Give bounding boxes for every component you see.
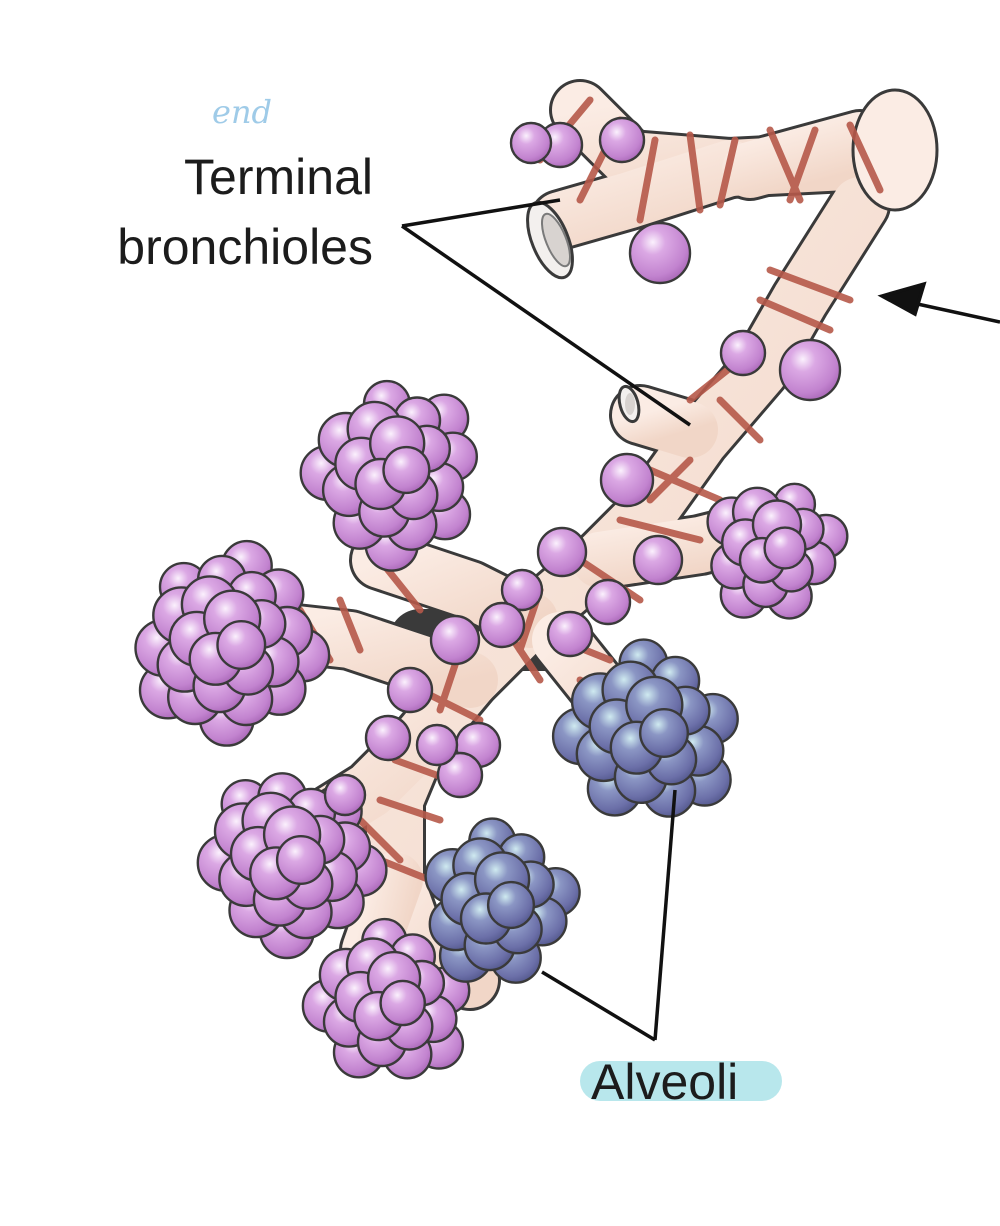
alveolus: [546, 610, 594, 658]
leader-lines: [401, 198, 1000, 1042]
alveolar-sac: [706, 482, 849, 620]
alveolus: [379, 979, 427, 1027]
alveolus: [386, 666, 434, 714]
alveolus: [364, 714, 412, 762]
alveoli-leader-line: [653, 789, 677, 1041]
alveolus: [382, 445, 431, 495]
alveoli-label: Alveoli: [591, 1054, 739, 1110]
terminal-bronchioles-label-line1: Terminal: [184, 149, 373, 205]
alveolus: [778, 338, 842, 402]
alveoli-clusters: [134, 116, 849, 1080]
alveolus: [632, 534, 684, 586]
alveolus: [486, 880, 536, 930]
alveoli-highlight: [580, 1061, 782, 1101]
alveolus: [216, 620, 267, 671]
alveolus: [509, 121, 553, 165]
alveolar-sac-highlighted: [551, 638, 739, 818]
alveolar-sac: [299, 379, 478, 572]
alveolus: [628, 221, 692, 285]
alveolus: [500, 568, 544, 612]
terminal-bronchioles-label-line2: bronchioles: [117, 219, 373, 275]
alveolus: [275, 835, 326, 886]
alveoli-leader-line: [541, 970, 656, 1042]
alveolus: [639, 708, 690, 759]
alveolus: [415, 723, 459, 767]
alveolar-sac: [134, 539, 331, 747]
terminal-leader-line: [401, 224, 691, 427]
alveolus: [478, 601, 526, 649]
alveolus: [584, 578, 632, 626]
arrow-left-icon: [877, 281, 927, 317]
alveolus: [719, 329, 767, 377]
alveolus: [323, 773, 367, 817]
alveolar-sac-highlighted: [424, 817, 581, 984]
alveolus: [436, 751, 484, 799]
alveolar-sac: [196, 772, 388, 960]
alveolus: [429, 614, 481, 666]
terminal-leader-line: [401, 198, 561, 228]
single-alveoli: [323, 116, 842, 817]
alveolus: [763, 526, 807, 570]
handwritten-note: end: [212, 93, 273, 131]
alveolus: [536, 526, 588, 578]
alveolus: [598, 116, 646, 164]
alveolus: [599, 452, 655, 508]
